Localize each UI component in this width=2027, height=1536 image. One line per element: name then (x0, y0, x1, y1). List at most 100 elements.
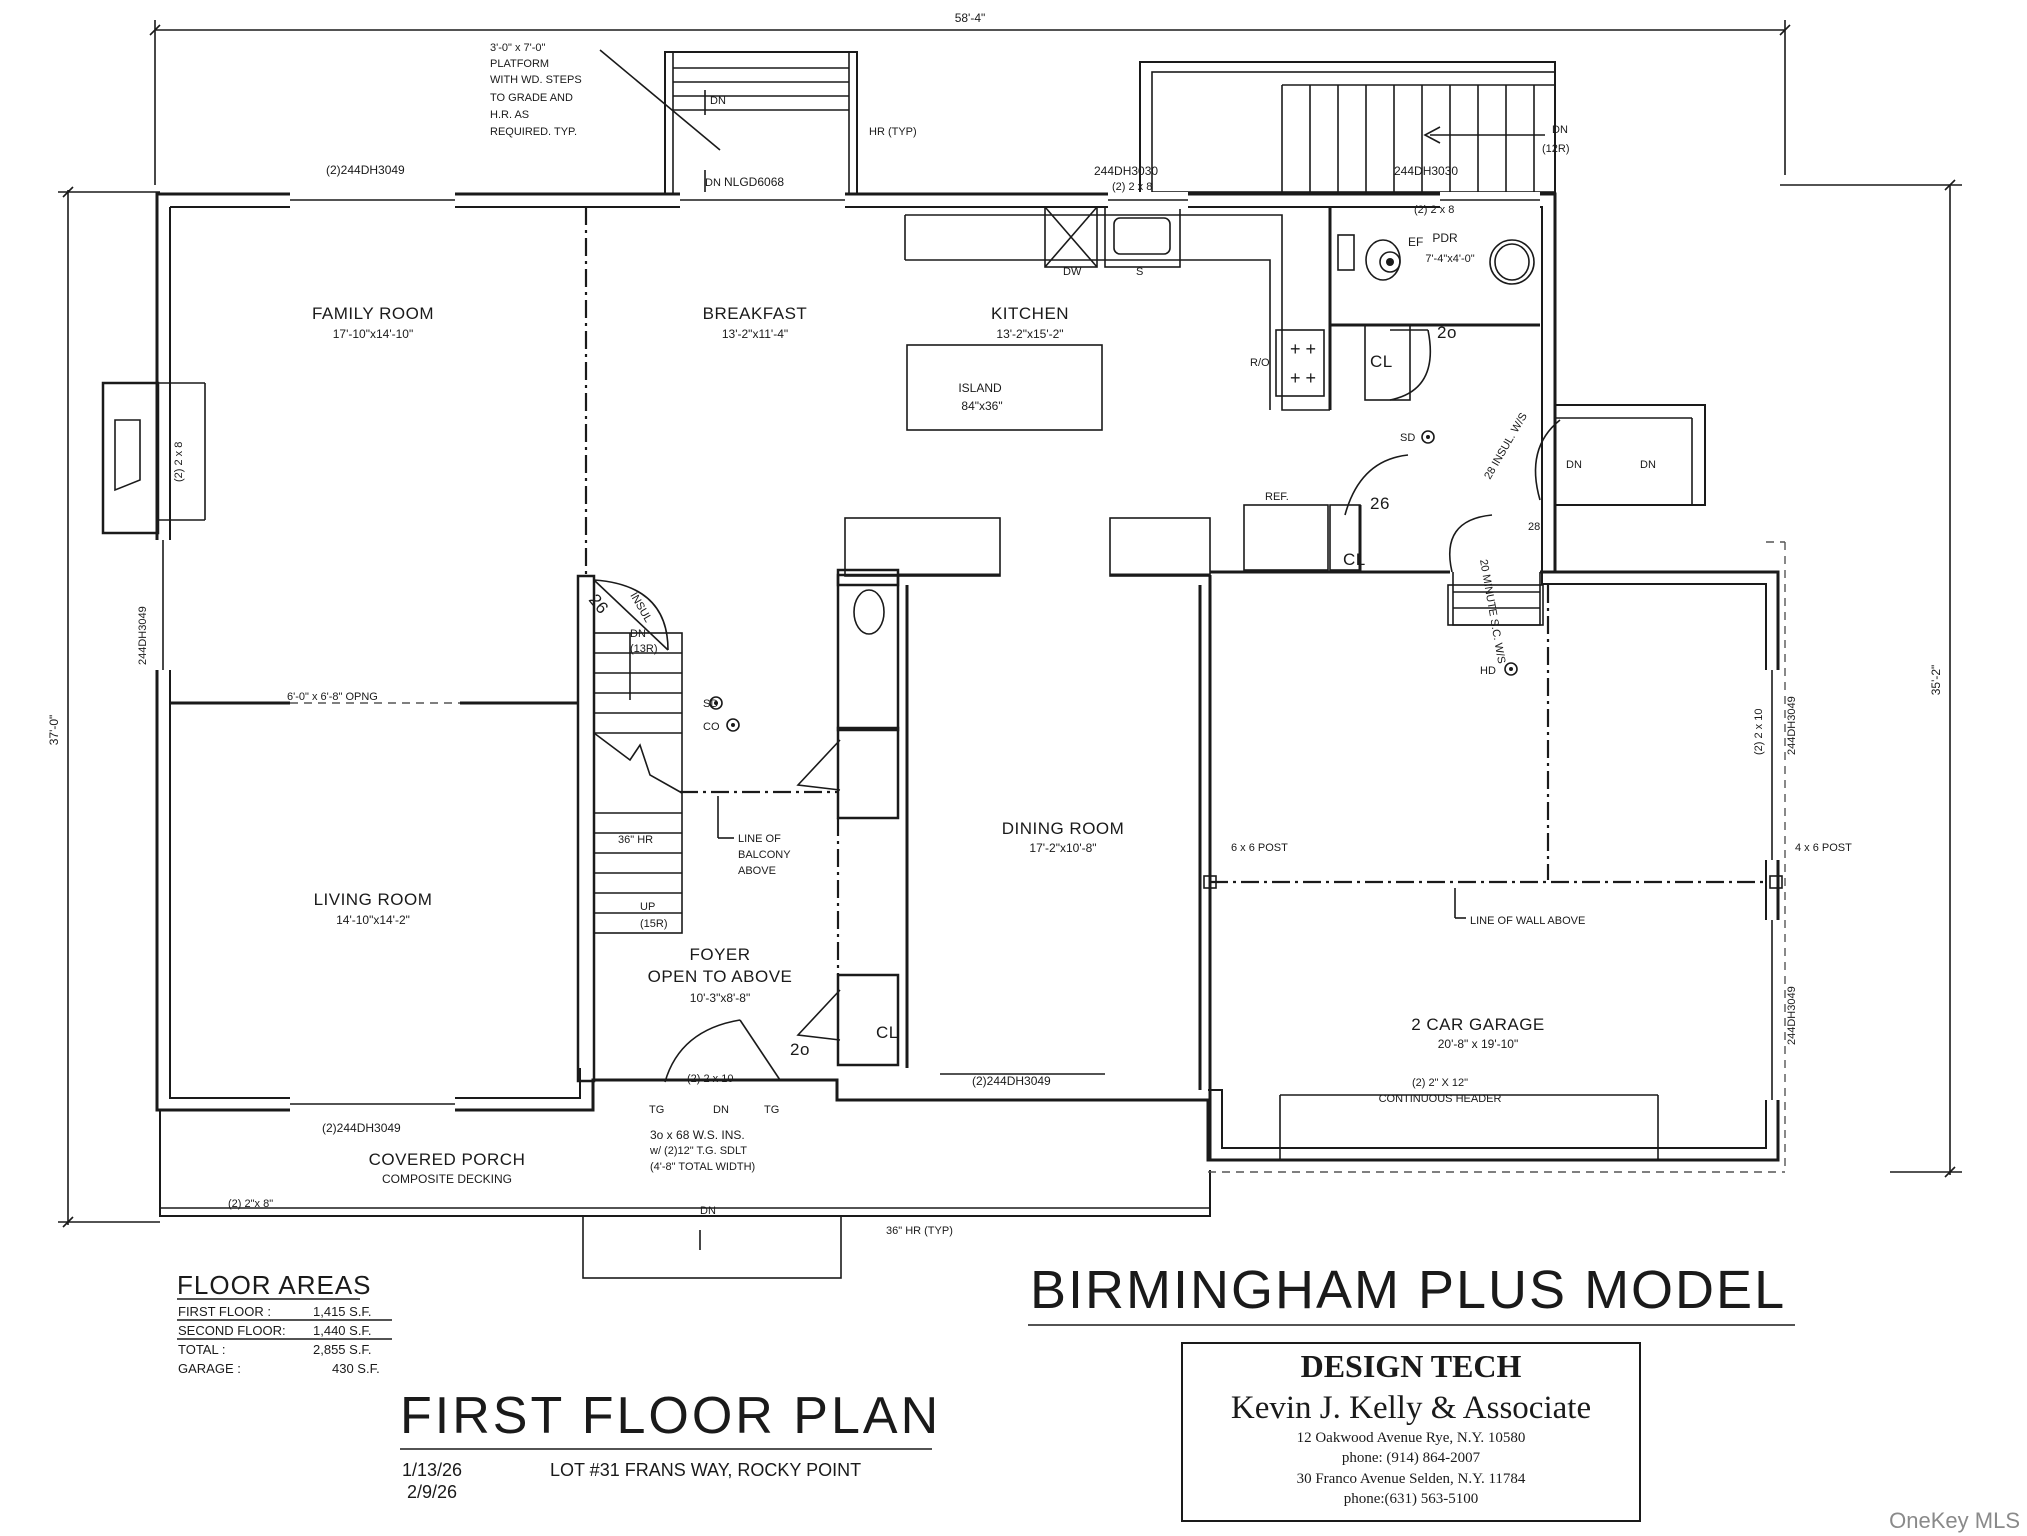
front-door-header: (2) 2 x 10 (687, 1073, 733, 1085)
side-stair-dn-1: DN (1566, 459, 1582, 471)
garage-right-window-bot: 244DH3049 (1786, 986, 1798, 1045)
stair-door-insul: INSUL (627, 591, 654, 625)
fireplace-header: (2) 2 x 8 (173, 442, 185, 482)
family-rear-window: (2)244DH3049 (326, 163, 405, 177)
pdr-window: 244DH3030 (1394, 164, 1458, 178)
watermark: OneKey MLS (1889, 1508, 2020, 1533)
date-2: 2/9/26 (407, 1482, 457, 1502)
garage-fire-door-note: 20 MINUTE S.C. W/S (1477, 558, 1507, 664)
area-row-4-label: GARAGE : (178, 1361, 241, 1376)
floor-areas-table: FLOOR AREAS FIRST FLOOR : 1,415 S.F. SEC… (177, 1270, 392, 1376)
garage-door-size: 28 (1528, 521, 1540, 533)
side-stair-dn-2: DN (1640, 459, 1656, 471)
living-room-name: LIVING ROOM (314, 890, 433, 909)
dining-front-window: (2)244DH3049 (972, 1074, 1051, 1088)
pdr-size: 7'-4"x4'-0" (1425, 253, 1474, 265)
family-room-size: 17'-10"x14'-10" (333, 327, 413, 341)
area-row-4-value: 430 S.F. (332, 1361, 380, 1376)
designer-line-3: 30 Franco Avenue Selden, N.Y. 11784 (1297, 1471, 1526, 1487)
kitchen-size: 13'-2"x15'-2" (996, 327, 1063, 341)
wall-openings (155, 192, 1781, 1113)
kitchen-window: 244DH3030 (1094, 164, 1158, 178)
rear-door-nlgd: NLGD6068 (724, 175, 784, 189)
family-living-opening: 6'-0" x 6'-8" OPNG (287, 691, 378, 703)
pantry-cl: CL (1343, 550, 1366, 569)
svg-text:+ +: + + (1290, 339, 1316, 359)
pantry-door-size: 26 (1370, 494, 1390, 513)
rear-stair-treads (1281, 84, 1555, 194)
stair-13r: (13R) (630, 643, 658, 655)
balcony-note-2: BALCONY (738, 849, 791, 861)
kitchen-name: KITCHEN (991, 304, 1069, 323)
kitchen-window-header: (2) 2 x 8 (1112, 181, 1152, 193)
tg-left: TG (649, 1104, 664, 1116)
ref-label: REF. (1265, 491, 1289, 503)
designer-firm: DESIGN TECH (1301, 1348, 1522, 1384)
post-6x6-note: 6 x 6 POST (1231, 842, 1288, 854)
kitchen-sd: SD (1400, 432, 1415, 444)
garage-right-window-top: 244DH3049 (1786, 696, 1798, 755)
date-1: 1/13/26 (402, 1460, 462, 1480)
rear-stair-12r: (12R) (1542, 143, 1570, 155)
garage-door-header-2: CONTINUOUS HEADER (1379, 1093, 1502, 1105)
exterior-walls (101, 192, 1780, 1217)
stair-up: UP (640, 901, 655, 913)
porch-dn: DN (700, 1205, 716, 1217)
front-door-spec-1: 3o x 68 W.S. INS. (650, 1128, 745, 1142)
pdr-door-size: 2o (1437, 323, 1457, 342)
dw-label: DW (1063, 266, 1082, 278)
area-row-1-value: 1,415 S.F. (313, 1304, 372, 1319)
post-4x6-note: 4 x 6 POST (1795, 842, 1852, 854)
balcony-note-1: LINE OF (738, 833, 781, 845)
designer-line-4: phone:(631) 563-5100 (1344, 1491, 1479, 1507)
title-block: FIRST FLOOR PLAN 1/13/26 2/9/26 LOT #31 … (400, 1260, 1795, 1522)
pdr-window-header: (2) 2 x 8 (1414, 204, 1454, 216)
overall-dimensions: 58'-4" 37'-0" 35'-2" (47, 11, 1962, 1228)
rear-door-dn: DN (705, 177, 721, 189)
symbols: + + + + (709, 251, 1518, 732)
garage-name: 2 CAR GARAGE (1411, 1015, 1545, 1034)
area-row-2-value: 1,440 S.F. (313, 1323, 372, 1338)
living-front-window: (2)244DH3049 (322, 1121, 401, 1135)
foyer-co: CO (703, 721, 720, 733)
foyer-sd: SD (703, 698, 718, 710)
svg-text:+ +: + + (1290, 368, 1316, 388)
designer-box (1181, 1342, 1641, 1522)
dining-room-size: 17'-2"x10'-8" (1029, 841, 1096, 855)
balcony-note-3: ABOVE (738, 865, 776, 877)
garage-right-header: (2) 2 x 10 (1753, 709, 1765, 755)
area-row-3-value: 2,855 S.F. (313, 1342, 372, 1357)
floor-areas-heading: FLOOR AREAS (177, 1270, 372, 1300)
family-room-name: FAMILY ROOM (312, 304, 434, 323)
area-row-1-label: FIRST FLOOR : (178, 1304, 271, 1319)
foyer-name: FOYER (689, 945, 750, 964)
plan-title: FIRST FLOOR PLAN (400, 1387, 941, 1445)
sink-label: S (1136, 266, 1143, 278)
overall-width-dim: 58'-4" (955, 11, 986, 25)
platform-note-5: H.R. AS (490, 109, 529, 121)
stair-hr: 36" HR (618, 834, 653, 846)
living-room-size: 14'-10"x14'-2" (336, 913, 410, 927)
overall-depth-left-dim: 37'-0" (47, 715, 61, 746)
porch-sub: COMPOSITE DECKING (382, 1172, 512, 1186)
plan-notes: 3'-0" x 7'-0" PLATFORM WITH WD. STEPS TO… (137, 42, 1852, 1237)
tg-right: TG (764, 1104, 779, 1116)
island-name: ISLAND (958, 381, 1002, 395)
model-title: BIRMINGHAM PLUS MODEL (1030, 1260, 1786, 1320)
rear-stair-dn: DN (1552, 124, 1568, 136)
line-wall-above-note: LINE OF WALL ABOVE (1470, 915, 1585, 927)
garage-hd: HD (1480, 665, 1496, 677)
foyer-cl: CL (876, 1023, 899, 1042)
platform-dn: DN (710, 95, 726, 107)
porch-header: (2) 2"x 8" (228, 1198, 273, 1210)
front-door-dn: DN (713, 1104, 729, 1116)
garage-size: 20'-8" x 19'-10" (1438, 1037, 1518, 1051)
lot-address: LOT #31 FRANS WAY, ROCKY POINT (550, 1460, 861, 1480)
room-labels: FAMILY ROOM 17'-10"x14'-10" BREAKFAST 13… (312, 231, 1545, 1186)
ro-label: R/O (1250, 357, 1270, 369)
platform-note-1: 3'-0" x 7'-0" (490, 42, 546, 54)
porch-name: COVERED PORCH (369, 1150, 526, 1169)
foyer-closet-door: 2o (790, 1040, 810, 1059)
dining-room-name: DINING ROOM (1002, 819, 1125, 838)
